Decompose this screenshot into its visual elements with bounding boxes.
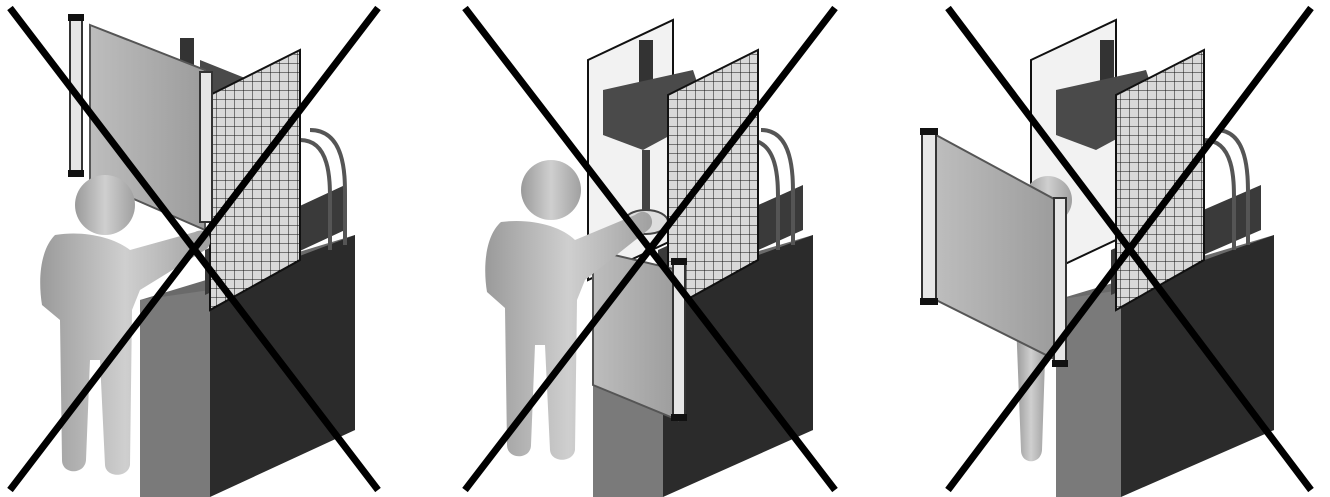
panel-left <box>0 0 443 497</box>
panel-middle-illustration <box>443 0 886 497</box>
panel-right <box>886 0 1329 497</box>
panel-middle <box>443 0 886 497</box>
panel-left-illustration <box>0 0 443 497</box>
panel-right-illustration <box>886 0 1329 497</box>
